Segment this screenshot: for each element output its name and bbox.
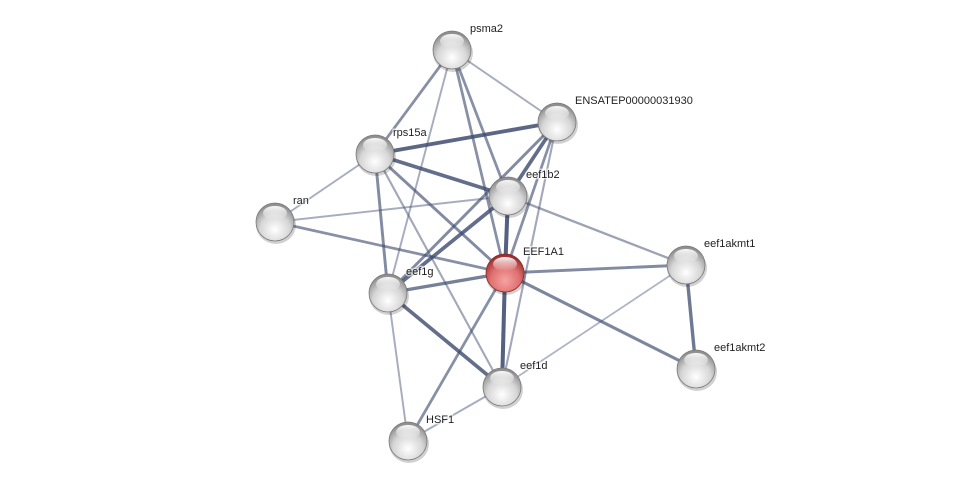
- node-label: eef1akmt2: [714, 342, 765, 354]
- edge-eef1d-eef1akmt1[interactable]: [501, 264, 687, 388]
- edge-eef1g-eef1d[interactable]: [386, 291, 504, 389]
- edge-psma2-rps15a[interactable]: [373, 49, 454, 155]
- node-highlight: [493, 257, 517, 271]
- edge-eef1b2-ran[interactable]: [274, 195, 509, 223]
- edge-rps15a-eef1g[interactable]: [373, 153, 390, 294]
- edge-eef1b2-eef1akmt1[interactable]: [507, 194, 687, 267]
- node-highlight: [490, 371, 514, 385]
- edge-psma2-ENSATEP00000031930[interactable]: [451, 49, 558, 123]
- node-highlight: [674, 249, 698, 263]
- node-rps15a[interactable]: rps15a: [355, 126, 429, 176]
- edge-rps15a-ran[interactable]: [274, 153, 376, 223]
- node-highlight: [363, 138, 387, 152]
- edge-ENSATEP00000031930-eef1g[interactable]: [386, 120, 559, 295]
- node-eef1d[interactable]: eef1d: [482, 359, 549, 409]
- edge-EEF1A1-eef1g[interactable]: [387, 271, 506, 295]
- node-eef1g[interactable]: eef1g: [368, 265, 435, 315]
- edge-EEF1A1-eef1akmt2[interactable]: [504, 271, 697, 371]
- edge-rps15a-eef1b2[interactable]: [374, 152, 509, 198]
- node-label: ran: [293, 195, 309, 207]
- node-highlight: [263, 206, 287, 220]
- edge-rps15a-eef1d[interactable]: [374, 153, 503, 388]
- edge-eef1b2-eef1g[interactable]: [386, 194, 510, 295]
- node-EEF1A1[interactable]: EEF1A1: [485, 245, 565, 295]
- node-psma2[interactable]: psma2: [432, 22, 505, 72]
- node-label: eef1akmt1: [704, 238, 755, 250]
- edge-ran-EEF1A1[interactable]: [274, 220, 506, 275]
- node-highlight: [684, 353, 708, 367]
- node-label: eef1d: [520, 360, 548, 372]
- edge-eef1g-HSF1[interactable]: [387, 292, 409, 442]
- node-label: HSF1: [426, 414, 454, 426]
- node-label: psma2: [470, 23, 503, 35]
- node-HSF1[interactable]: HSF1: [388, 413, 456, 463]
- node-eef1b2[interactable]: eef1b2: [488, 168, 561, 218]
- edge-rps15a-EEF1A1[interactable]: [374, 152, 506, 275]
- edge-EEF1A1-eef1akmt1[interactable]: [504, 263, 687, 275]
- node-highlight: [545, 106, 569, 120]
- edge-psma2-eef1b2[interactable]: [450, 49, 510, 197]
- edge-EEF1A1-HSF1[interactable]: [406, 272, 507, 442]
- edge-ENSATEP00000031930-EEF1A1[interactable]: [503, 121, 559, 274]
- node-ENSATEP00000031930[interactable]: ENSATEP00000031930: [537, 94, 694, 144]
- node-label: eef1b2: [526, 169, 560, 181]
- node-ran[interactable]: ran: [255, 194, 310, 244]
- node-label: rps15a: [393, 127, 428, 139]
- node-label: EEF1A1: [523, 246, 564, 258]
- node-highlight: [376, 277, 400, 291]
- node-label: eef1g: [406, 266, 434, 278]
- edge-rps15a-ENSATEP00000031930[interactable]: [374, 120, 558, 156]
- node-highlight: [396, 425, 420, 439]
- edge-psma2-EEF1A1[interactable]: [450, 49, 507, 274]
- edge-psma2-eef1g[interactable]: [387, 49, 453, 294]
- edge-ENSATEP00000031930-eef1d[interactable]: [500, 121, 559, 388]
- node-eef1akmt2[interactable]: eef1akmt2: [676, 341, 767, 391]
- node-label: ENSATEP00000031930: [575, 95, 693, 107]
- node-eef1akmt1[interactable]: eef1akmt1: [666, 237, 757, 287]
- node-highlight: [496, 180, 520, 194]
- node-highlight: [440, 34, 464, 48]
